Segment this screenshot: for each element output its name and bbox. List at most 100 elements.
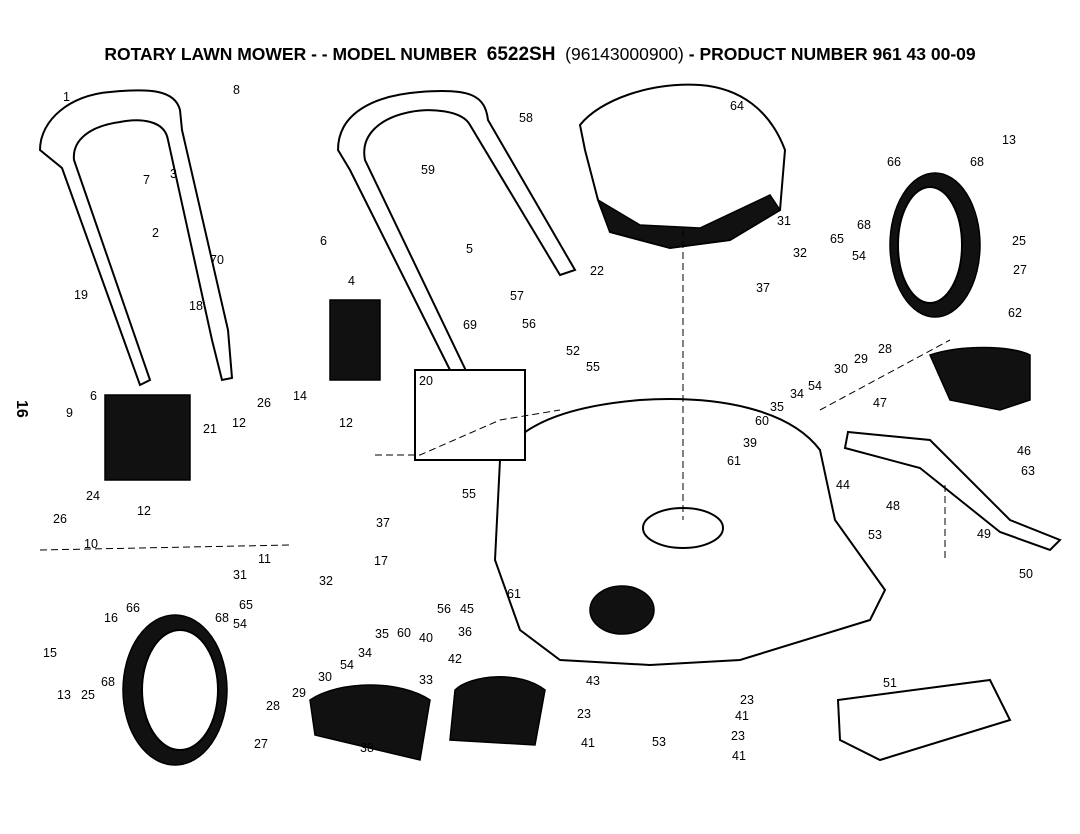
callout: 13 (1002, 133, 1016, 147)
callout: 50 (1019, 567, 1033, 581)
callout: 34 (358, 646, 372, 660)
callout: 52 (566, 344, 580, 358)
callout: 54 (808, 379, 822, 393)
callout: 25 (1012, 234, 1026, 248)
callout: 23 (740, 693, 754, 707)
callout: 39 (743, 436, 757, 450)
callout: 51 (883, 676, 897, 690)
callout: 41 (732, 749, 746, 763)
callout: 32 (319, 574, 333, 588)
callout: 5 (466, 242, 473, 256)
assembly-guide-5 (39, 544, 291, 551)
callout: 68 (101, 675, 115, 689)
callout: 49 (977, 527, 991, 541)
assembly-guide-4 (819, 339, 951, 411)
callout: 12 (232, 416, 246, 430)
callout: 53 (652, 735, 666, 749)
callout: 54 (852, 249, 866, 263)
callout: 56 (437, 602, 451, 616)
discharge-chute (928, 346, 1031, 411)
title-prefix: ROTARY LAWN MOWER - - MODEL NUMBER (104, 44, 478, 64)
diagram-title: ROTARY LAWN MOWER - - MODEL NUMBER 6522S… (0, 44, 1080, 66)
callout: 9 (66, 406, 73, 420)
callout: 35 (770, 400, 784, 414)
model-number: 6522SH (486, 44, 556, 65)
callout: 23 (577, 707, 591, 721)
bag-panel-left (104, 394, 191, 481)
callout: 64 (730, 99, 744, 113)
callout: 62 (1008, 306, 1022, 320)
callout: 36 (458, 625, 472, 639)
product-code: (96143000900) (565, 44, 684, 64)
callout: 2 (152, 226, 159, 240)
callout: 35 (375, 627, 389, 641)
callout: 56 (522, 317, 536, 331)
side-discharge-chute (309, 684, 431, 761)
rear-bracket (836, 678, 1012, 762)
callout: 31 (777, 214, 791, 228)
callout: 3 (170, 167, 177, 181)
callout: 53 (868, 528, 882, 542)
callout: 61 (727, 454, 741, 468)
engine-shroud-dark (596, 194, 782, 249)
grass-bag-frame (414, 369, 526, 461)
callout: 69 (463, 318, 477, 332)
callout: 54 (340, 658, 354, 672)
callout: 30 (834, 362, 848, 376)
callout: 30 (318, 670, 332, 684)
callout: 27 (1013, 263, 1027, 277)
lower-handle (38, 89, 234, 387)
callout: 42 (448, 652, 462, 666)
deck-blade-opening (642, 507, 724, 549)
callout: 43 (586, 674, 600, 688)
callout: 66 (887, 155, 901, 169)
callout: 21 (203, 422, 217, 436)
callout: 61 (507, 587, 521, 601)
callout: 34 (790, 387, 804, 401)
callout: 23 (731, 729, 745, 743)
callout: 68 (970, 155, 984, 169)
callout: 6 (320, 234, 327, 248)
callout: 26 (257, 396, 271, 410)
rear-discharge (589, 585, 655, 635)
callout: 37 (376, 516, 390, 530)
callout: 6 (90, 389, 97, 403)
callout: 55 (586, 360, 600, 374)
callout: 45 (460, 602, 474, 616)
callout: 44 (836, 478, 850, 492)
callout: 41 (735, 709, 749, 723)
assembly-guide-1 (375, 409, 561, 456)
callout: 29 (292, 686, 306, 700)
callout: 68 (857, 218, 871, 232)
front-wheel-hub (141, 629, 219, 751)
callout: 32 (793, 246, 807, 260)
callout: 59 (421, 163, 435, 177)
callout: 66 (126, 601, 140, 615)
callout: 29 (854, 352, 868, 366)
callout: 13 (57, 688, 71, 702)
callout: 1 (63, 90, 70, 104)
callout: 19 (74, 288, 88, 302)
callout: 65 (830, 232, 844, 246)
callout: 48 (886, 499, 900, 513)
callout: 60 (397, 626, 411, 640)
callout: 14 (293, 389, 307, 403)
callout: 38 (360, 741, 374, 755)
callout: 10 (84, 537, 98, 551)
callout: 58 (519, 111, 533, 125)
callout: 24 (86, 489, 100, 503)
callout: 47 (873, 396, 887, 410)
callout: 4 (348, 274, 355, 288)
callout: 12 (339, 416, 353, 430)
callout: 57 (510, 289, 524, 303)
callout: 31 (233, 568, 247, 582)
blade (843, 430, 1062, 552)
callout-labels: 1 8 58 64 13 7 3 59 66 68 2 5 6 31 68 65… (43, 83, 1035, 763)
callout: 15 (43, 646, 57, 660)
callout: 70 (210, 253, 224, 267)
callout: 28 (878, 342, 892, 356)
callout: 55 (462, 487, 476, 501)
callout: 27 (254, 737, 268, 751)
rear-wheel-hub (897, 186, 963, 304)
